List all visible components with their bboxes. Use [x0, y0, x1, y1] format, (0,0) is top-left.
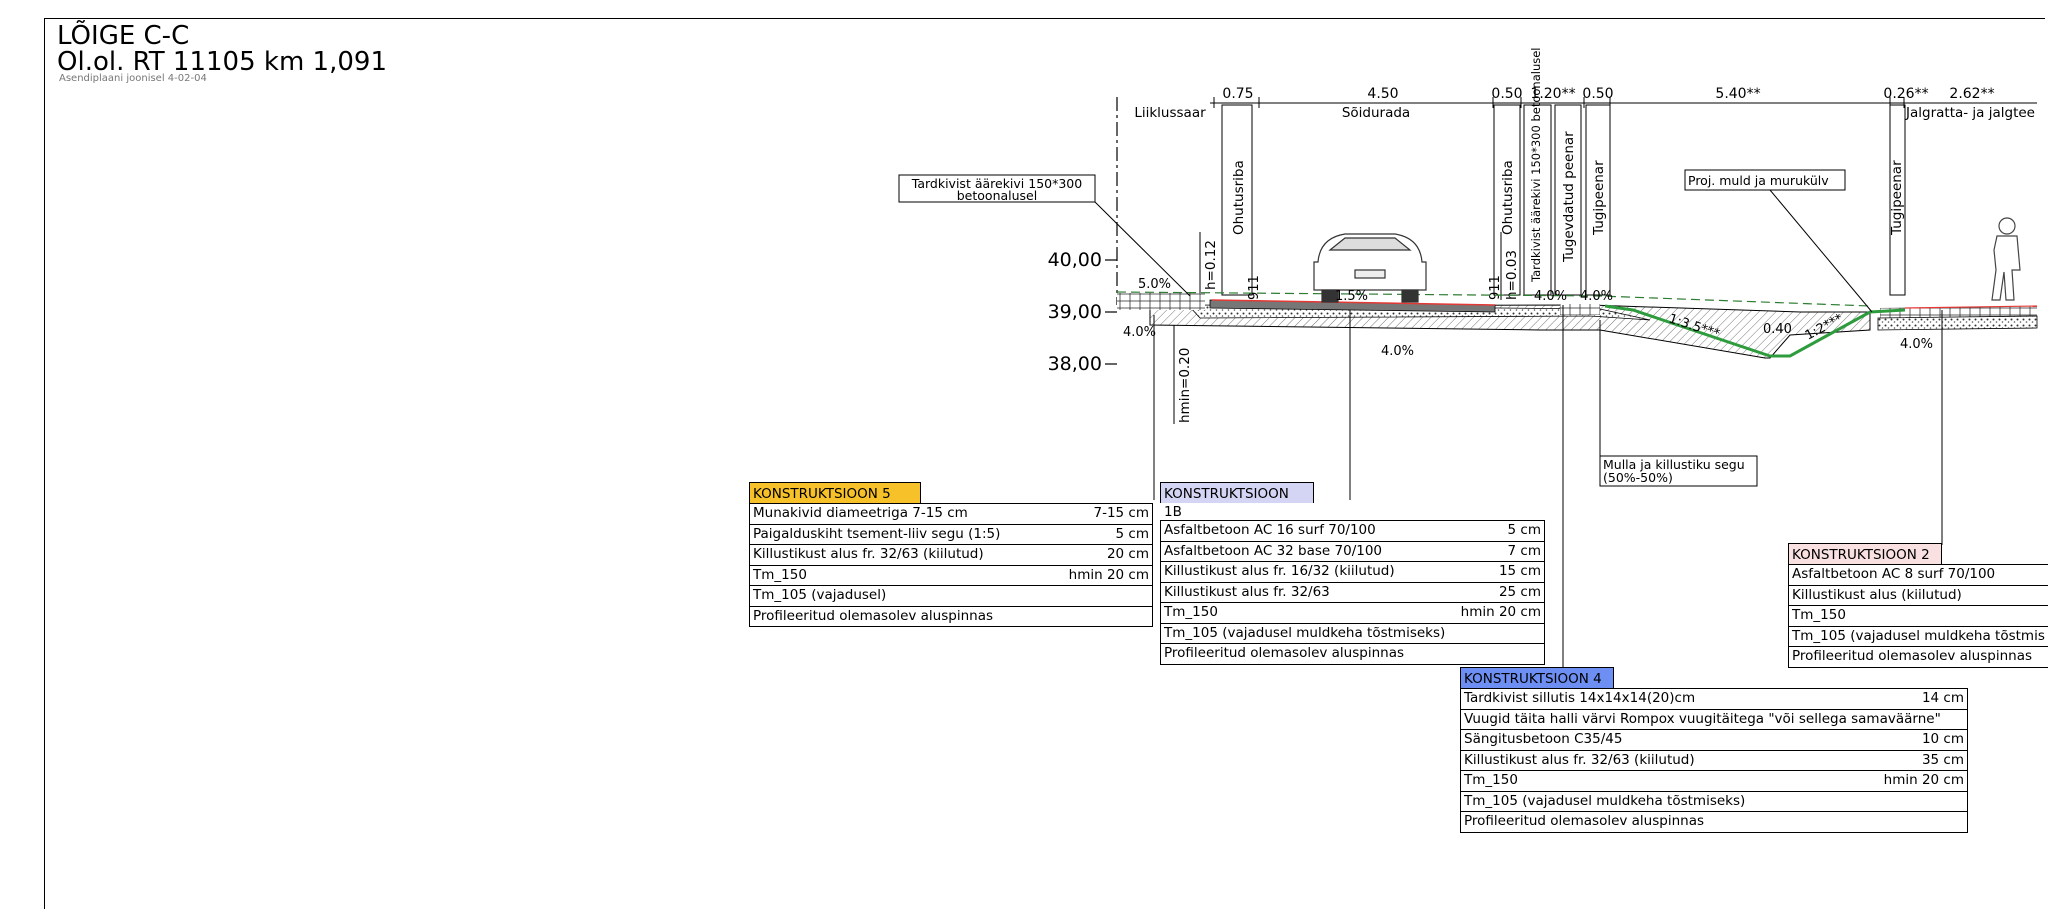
height-h003: h=0.03 [1504, 250, 1520, 300]
label-safety-strip-left: Ohutusriba [1231, 160, 1247, 235]
elevation-scale [1105, 259, 1117, 365]
top-dimension-line [1210, 97, 2037, 108]
label-safety-strip-right: Ohutusriba [1500, 160, 1516, 235]
table-row: Profileeritud olemasolev aluspinnas [1461, 811, 1967, 832]
elevation-39: 39,00 [1048, 301, 1102, 323]
plan-reference: Asendiplaani joonisel 4-02-04 [59, 73, 207, 84]
construction-1b-title: KONSTRUKTSIOON 1B [1160, 482, 1314, 520]
section-title: LÕIGE C-C [57, 21, 190, 51]
label-reinforced-shoulder: Tugevdatud peenar [1561, 131, 1577, 263]
table-row: Tm_105 (vajadusel muldkeha tõstmis [1789, 625, 2048, 647]
dim-2-62: 2.62** [1949, 86, 1994, 102]
construction-2-table: KONSTRUKTSIOON 2 Asfaltbetoon AC 8 surf … [1788, 543, 2048, 668]
zone-carriageway: Sõidurada [1342, 105, 1410, 121]
table-row: Tm_150 [1789, 605, 2048, 626]
callout-curb-line1: Tardkivist äärekivi 150*300 [911, 176, 1082, 191]
table-row: Profileeritud olemasolev aluspinnas [1789, 646, 2048, 667]
dim-0-50-a: 0.50 [1491, 86, 1522, 102]
table-row: Killustikust alus fr. 32/63 (kiilutud)35… [1461, 749, 1967, 771]
table-row: Killustikust alus fr. 16/32 (kiilutud)15… [1161, 561, 1544, 582]
table-leaders [1153, 305, 1943, 670]
dim-0-26: 0.26** [1883, 86, 1928, 102]
existing-ground-line [1116, 291, 1871, 307]
slope-4-0-berm: 4.0% [1580, 289, 1613, 304]
construction-4-table: KONSTRUKTSIOON 4 Tardkivist sillutis 14x… [1460, 667, 1968, 833]
table-row: Profileeritud olemasolev aluspinnas [750, 605, 1152, 627]
slope-4-0-base: 4.0% [1381, 344, 1414, 359]
callout-mix-line2: (50%-50%) [1603, 470, 1673, 485]
dim-0-75: 0.75 [1222, 86, 1253, 102]
drawing-sheet: LÕIGE C-C Ol.ol. RT 11105 km 1,091 Asend… [44, 18, 2048, 909]
pedestrian-figure [1991, 217, 2021, 301]
cycle-path-pavers [1880, 306, 2037, 318]
label-support-berm-left: Tugipeenar [1591, 160, 1607, 236]
table-row: Asfaltbetoon AC 8 surf 70/100 [1792, 566, 1996, 582]
callout-topsoil-text: Proj. muld ja murukülv [1688, 173, 1829, 188]
table-row: Profileeritud olemasolev aluspinnas [1161, 643, 1544, 664]
callout-mix-box [1599, 455, 1758, 487]
dim-0-50-b: 0.50 [1582, 86, 1613, 102]
zone-cycle-path: Jalgratta- ja jalgtee [1905, 105, 2035, 121]
table-row: Killustikust alus fr. 32/63 (kiilutud)20… [750, 544, 1152, 565]
height-hmin: hmin=0.20 [1177, 348, 1193, 423]
cycle-path-base [1877, 315, 2038, 331]
slope-5-0: 5.0% [1138, 277, 1171, 292]
slope-4-0-shoulder: 4.0% [1534, 289, 1567, 304]
shoulder-pavers [1560, 304, 1600, 315]
zone-traffic-island: Liiklussaar [1134, 105, 1206, 121]
dim-5-40: 5.40** [1715, 86, 1760, 102]
cross-section-drawing: 40,00 39,00 38,00 0.75 4.50 0.50 1.20** … [898, 47, 2038, 670]
ditch-width: 0.40 [1763, 322, 1792, 337]
callout-curb-box [898, 174, 1096, 203]
ditch-topsoil [1604, 304, 1906, 358]
elevation-38: 38,00 [1048, 353, 1102, 375]
island-pavers [1117, 293, 1205, 310]
drawing-frame [44, 18, 2045, 909]
label-support-berm-right: Tugipeenar [1889, 160, 1905, 236]
car-silhouette [1313, 233, 1427, 303]
construction-1b-table: KONSTRUKTSIOON 1B Asfaltbetoon AC 16 sur… [1160, 482, 1545, 665]
road-surface-red [1211, 299, 1496, 306]
curb-code-left: 911 [1247, 275, 1262, 300]
callout-curb-line2: betoonalusel [957, 188, 1037, 203]
table-row: Killustikust alus (kiilutud) [1789, 584, 2048, 606]
dim-4-50: 4.50 [1367, 86, 1398, 102]
construction-2-title: KONSTRUKTSIOON 2 [1788, 543, 1942, 564]
curb-code-right: 911 [1488, 275, 1503, 300]
table-row: Tm_105 (vajadusel) [750, 585, 1152, 606]
height-h012: h=0.12 [1203, 240, 1219, 290]
table-row: Paigalduskiht tsement-liiv segu (1:5)5 c… [750, 523, 1152, 545]
callout-topsoil-box [1684, 169, 1846, 191]
construction-5-title: KONSTRUKTSIOON 5 [749, 482, 921, 503]
elevation-40: 40,00 [1048, 249, 1102, 271]
cycle-path-surface [1904, 305, 2038, 309]
table-row: Vuugid täita halli värvi Rompox vuugitäi… [1461, 708, 1967, 730]
dim-1-20: 1.20** [1530, 86, 1575, 102]
table-row: Tm_105 (vajadusel muldkeha tõstmiseks) [1461, 790, 1967, 812]
section-subtitle: Ol.ol. RT 11105 km 1,091 [57, 47, 387, 77]
slope-4-0-cycle: 4.0% [1900, 337, 1933, 352]
construction-5-table: KONSTRUKTSIOON 5 Munakivid diameetriga 7… [749, 482, 1153, 627]
slope-4-0-island: 4.0% [1123, 325, 1156, 340]
table-row: Tm_105 (vajadusel muldkeha tõstmiseks) [1161, 622, 1544, 644]
callout-mix-line1: Mulla ja killustiku segu [1603, 457, 1745, 472]
construction-4-title: KONSTRUKTSIOON 4 [1460, 667, 1614, 688]
slope-1-5: 1.5% [1335, 289, 1368, 304]
label-curb-stone: Tardkivist äärekivi 150*300 betoonalusel [1529, 47, 1543, 283]
